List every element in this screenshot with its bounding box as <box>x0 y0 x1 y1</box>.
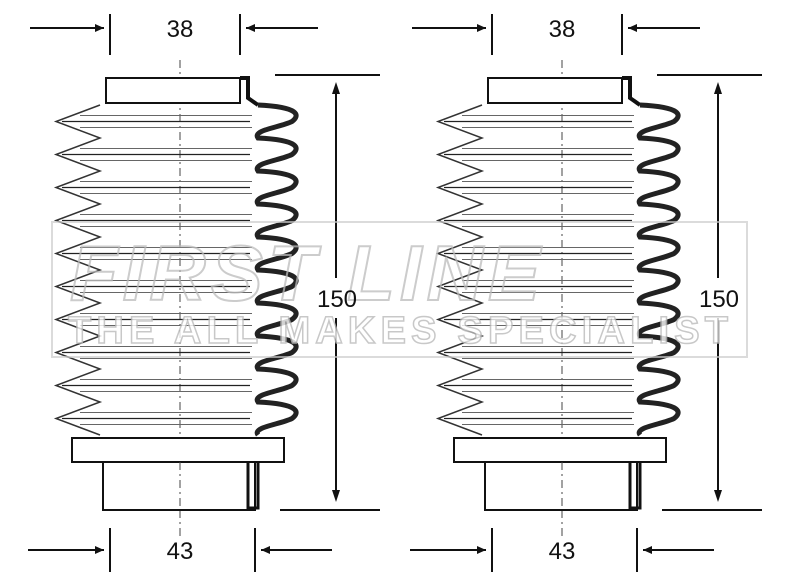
bottom-neck <box>102 461 256 511</box>
top-dimension-arrow-left-head <box>477 24 486 32</box>
watermark-brand: FIRST LINE <box>70 229 542 317</box>
top-width-label: 38 <box>549 16 576 43</box>
bottom-flange <box>71 437 285 463</box>
length-label: 150 <box>317 286 357 313</box>
top-width-label: 38 <box>167 16 194 43</box>
watermark-tagline: THE ALL MAKES SPECIALIST <box>68 310 728 352</box>
bottom-dimension-arrow-right-head <box>643 546 652 554</box>
length-arrow-bottom <box>714 490 722 502</box>
bellows-profile-right <box>254 102 299 437</box>
top-dimension-arrow-right-head <box>628 24 637 32</box>
top-collar <box>487 77 623 104</box>
boot-drawing-1 <box>28 14 380 572</box>
watermark-frame <box>51 221 748 358</box>
bottom-flange <box>453 437 667 463</box>
length-arrow-top <box>714 82 722 94</box>
bottom-dimension-arrow-left-head <box>95 546 104 554</box>
bottom-neck-edge <box>246 462 260 510</box>
length-arrow-top <box>332 82 340 94</box>
bottom-neck <box>484 461 638 511</box>
top-dimension-arrow-left-head <box>95 24 104 32</box>
boot-drawing-2 <box>410 14 762 572</box>
bellows-profile-left <box>435 104 485 436</box>
bottom-dimension-arrow-left-head <box>477 546 486 554</box>
bellows-profile-left <box>53 104 103 436</box>
top-collar <box>105 77 241 104</box>
bottom-width-label: 43 <box>167 538 194 565</box>
top-collar-edge <box>240 76 260 107</box>
top-dimension-arrow-right-head <box>246 24 255 32</box>
bottom-dimension-arrow-right-head <box>261 546 270 554</box>
watermark: FIRST LINE THE ALL MAKES SPECIALIST <box>51 221 748 358</box>
top-collar-edge <box>622 76 642 107</box>
length-arrow-bottom <box>332 490 340 502</box>
bottom-width-label: 43 <box>549 538 576 565</box>
length-label: 150 <box>699 286 739 313</box>
bellows-profile-right <box>636 102 681 437</box>
bottom-neck-edge <box>628 462 642 510</box>
